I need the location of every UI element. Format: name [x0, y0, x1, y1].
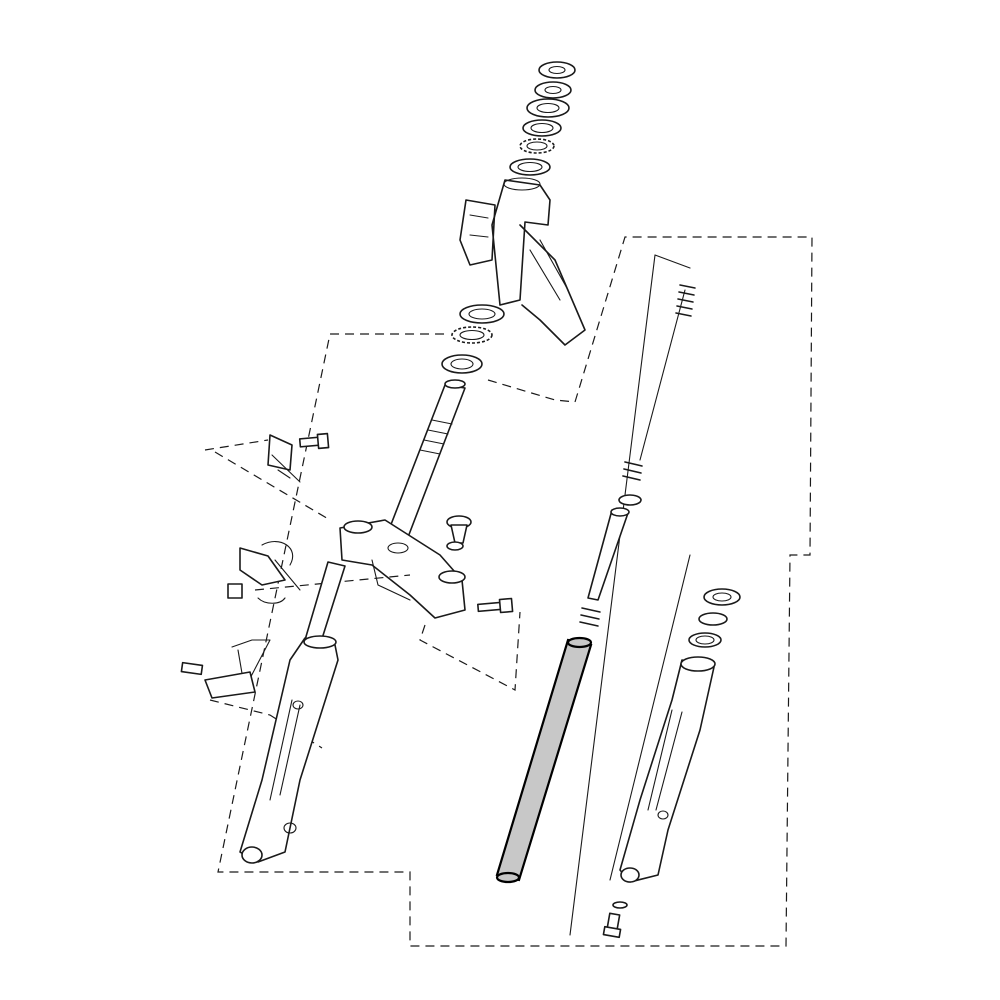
inner-fork-tube-highlighted: [495, 636, 593, 884]
clamp-bolt: [476, 597, 514, 614]
bearing-race-upper: [522, 119, 562, 137]
drain-bolt: [602, 912, 622, 939]
ring-nut-upper: [538, 61, 576, 79]
oil-seal: [688, 632, 722, 648]
o-ring: [446, 541, 464, 551]
hose-holder-upper: [204, 432, 331, 521]
bearing-cup-upper: [509, 158, 551, 176]
drain-washer: [612, 901, 628, 909]
circlip: [618, 494, 642, 506]
oil-seal-clip: [698, 612, 728, 626]
lower-bearing-stack: [441, 304, 505, 374]
left-fork-tube: [304, 561, 346, 646]
ring-nut-lower: [534, 81, 572, 99]
ball-bearing-upper: [519, 138, 555, 154]
right-fork-outer-tube: [619, 656, 716, 883]
ball-bearing-lower: [451, 326, 493, 344]
clamp-group-outline: [419, 611, 521, 691]
hose-holder-middle: [227, 540, 411, 604]
spring-seat: [622, 461, 643, 481]
lower-triple-clamp: [339, 519, 466, 619]
bearing-cover: [526, 98, 570, 118]
bearing-cup-lower: [459, 304, 505, 324]
stem-bolt: [446, 515, 472, 544]
stem-group-outline: [487, 379, 576, 403]
damper-rod-guide-line: [569, 254, 691, 936]
dust-seal: [703, 588, 741, 606]
left-fork-outer-tube: [239, 635, 339, 864]
damper-rod: [587, 507, 630, 601]
hose-holder-lower: [180, 639, 323, 749]
frame-head-pipe: [459, 177, 586, 346]
rebound-spring: [579, 607, 601, 627]
right-fork-guide-line: [609, 554, 691, 881]
bearing-race-lower: [441, 354, 483, 374]
fork-spring-upper: [639, 284, 696, 461]
top-bearing-stack: [509, 61, 576, 176]
